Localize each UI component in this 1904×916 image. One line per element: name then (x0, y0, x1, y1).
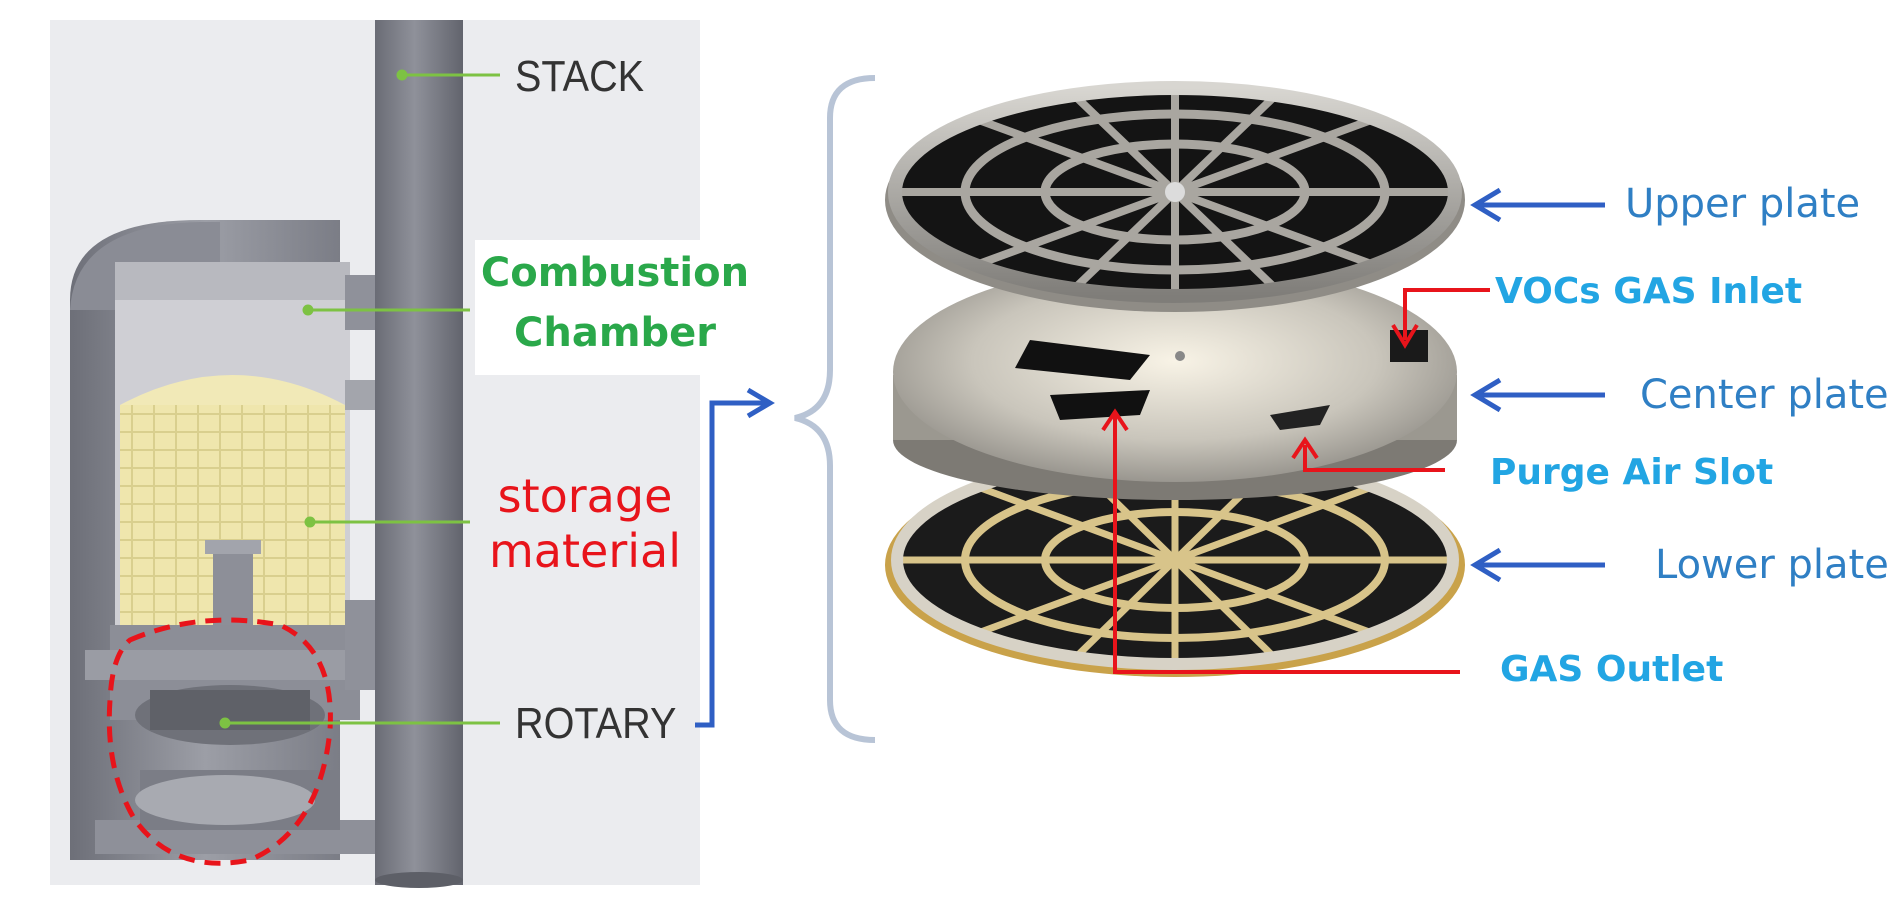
rotary-connector (695, 387, 775, 728)
purge-slot-arrowhead (1291, 436, 1319, 460)
gas-outlet-callout (1113, 415, 1460, 674)
gas-outlet-label: GAS Outlet (1500, 649, 1724, 690)
callout-lines (1101, 288, 1490, 674)
connector-arrowhead (746, 387, 775, 419)
leader-lines (219, 69, 500, 729)
rotary-label: ROTARY (515, 699, 677, 748)
vocs-inlet-arrowhead (1391, 323, 1419, 349)
stack-label: STACK (515, 52, 645, 101)
purge-air-slot-label: Purge Air Slot (1490, 452, 1774, 493)
lower-plate-arrowhead (1470, 547, 1502, 583)
rotary-leader-dot (219, 717, 231, 729)
center-plate-label: Center plate (1640, 372, 1889, 418)
upper-plate (885, 81, 1465, 312)
rto-vessel-illustration (50, 20, 700, 888)
combustion-chamber-label-line1: Combustion (480, 250, 750, 296)
storage-material-label-line2: material (489, 524, 681, 578)
lower-plate-label: Lower plate (1655, 542, 1889, 588)
rotary-plates-illustration (885, 81, 1465, 677)
connector-line (695, 400, 768, 728)
combustion-label-box (475, 240, 755, 375)
upper-plate-label: Upper plate (1625, 181, 1861, 227)
center-plate-arrowhead (1470, 377, 1502, 413)
plate-arrows (1470, 187, 1605, 583)
vocs-inlet-callout (1403, 288, 1490, 340)
storage-material-label-line1: storage (497, 469, 673, 523)
lower-plate (885, 450, 1465, 677)
upper-plate-arrowhead (1470, 187, 1502, 223)
rotary-highlight-outline (106, 617, 333, 866)
purge-slot-callout (1303, 445, 1445, 472)
storage-leader-dot (304, 516, 316, 528)
combustion-chamber-label-line2: Chamber (514, 310, 716, 356)
stack-leader-dot (396, 69, 408, 81)
curly-brace (794, 75, 876, 743)
gas-outlet-arrowhead (1101, 408, 1129, 432)
combustion-leader-dot (302, 304, 314, 316)
vocs-gas-inlet-label: VOCs GAS Inlet (1495, 271, 1803, 312)
